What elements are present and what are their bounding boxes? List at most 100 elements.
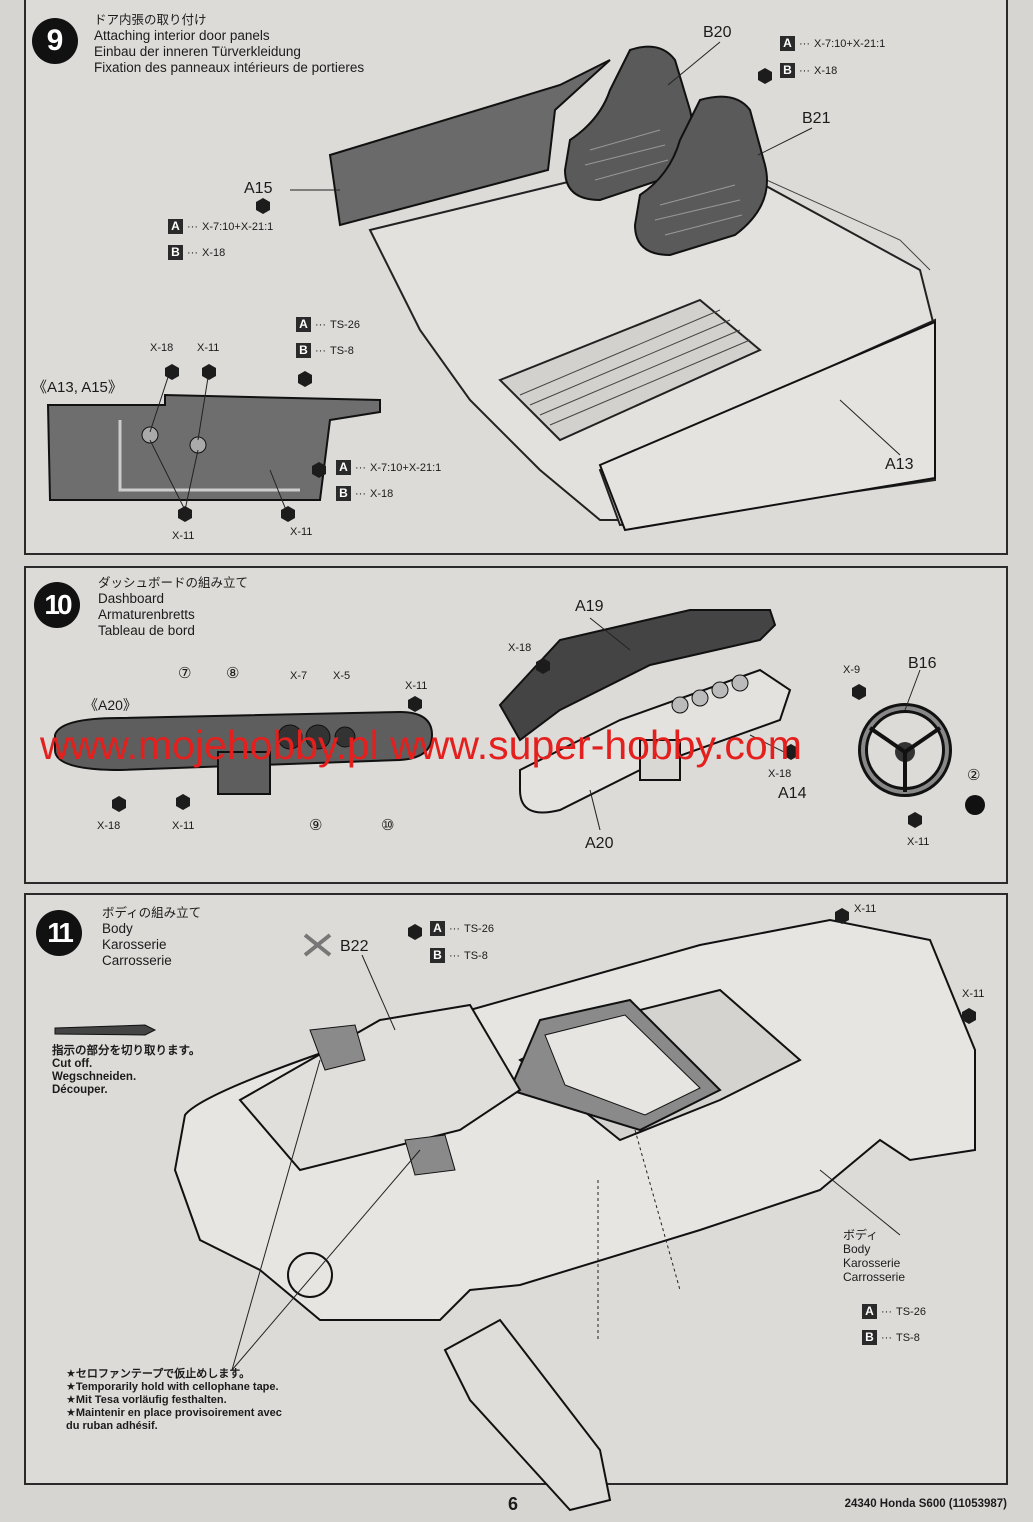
part-a14-label: A14 bbox=[778, 785, 807, 802]
paint-value: TS-8 bbox=[330, 344, 354, 357]
part-b20-label: B20 bbox=[703, 24, 732, 41]
paint-value: TS-8 bbox=[896, 1331, 920, 1344]
paint-spec-b22-a: A···TS-26 bbox=[430, 921, 494, 936]
paint-box-a: A bbox=[336, 460, 351, 475]
step-9-number: 9 bbox=[32, 18, 78, 64]
part-b22-label: B22 bbox=[340, 938, 369, 955]
callout-x11-top: X-11 bbox=[197, 342, 220, 354]
paint-spec-a15-b: B···X-18 bbox=[168, 245, 225, 260]
part-a13-label: A13 bbox=[885, 456, 914, 473]
step-9-title-de: Einbau der inneren Türverkleidung bbox=[94, 44, 301, 59]
paint-value: X-18 bbox=[814, 64, 838, 77]
callout-2: ② bbox=[967, 767, 981, 784]
step-10-title-de: Armaturenbretts bbox=[98, 607, 195, 622]
paint-value: TS-8 bbox=[464, 949, 488, 962]
paint-spec-a15-a: A···X-7:10+X-21:1 bbox=[168, 219, 273, 234]
paint-box-b: B bbox=[430, 948, 445, 963]
part-a20-pair-label: 《A20》 bbox=[84, 697, 137, 713]
paint-box-a: A bbox=[168, 219, 183, 234]
step-9-titles: ドア内張の取り付け Attaching interior door panels… bbox=[94, 12, 364, 76]
paint-box-b: B bbox=[336, 486, 351, 501]
cut-note-de: Wegschneiden. bbox=[52, 1071, 137, 1083]
step-9-title-jp: ドア内張の取り付け bbox=[94, 13, 207, 27]
paint-spec-mid-b: B···TS-8 bbox=[296, 343, 354, 358]
callout-x11-roof: X-11 bbox=[854, 903, 877, 915]
body-label-jp: ボディ bbox=[843, 1228, 879, 1242]
step-10-title-en: Dashboard bbox=[98, 591, 165, 606]
part-a15-label: A15 bbox=[244, 180, 273, 197]
callout-x7: X-7 bbox=[290, 670, 308, 682]
part-a20-label: A20 bbox=[585, 835, 614, 852]
paint-spec-seat-b: B···X-18 bbox=[780, 63, 837, 78]
step-10-illustration bbox=[54, 609, 985, 831]
part-b16-label: B16 bbox=[908, 655, 937, 672]
step-10-titles: ダッシュボードの組み立て Dashboard Armaturenbretts T… bbox=[98, 575, 248, 639]
body-label-en: Body bbox=[843, 1242, 871, 1256]
body-label-de: Karosserie bbox=[843, 1256, 901, 1270]
paint-value: X-7:10+X-21:1 bbox=[814, 37, 886, 50]
step-10-title-jp: ダッシュボードの組み立て bbox=[98, 576, 249, 590]
callout-x5: X-5 bbox=[333, 670, 351, 682]
paint-box-a: A bbox=[296, 317, 311, 332]
callout-x11-rear: X-11 bbox=[962, 988, 985, 1000]
tape-note-fr: ★Maintenir en place provisoirement avec bbox=[66, 1407, 282, 1419]
step-9-title-fr: Fixation des panneaux intérieurs de port… bbox=[94, 60, 365, 75]
step-9-illustration bbox=[46, 41, 937, 532]
step-11-number: 11 bbox=[36, 910, 82, 956]
callout-x18-a: X-18 bbox=[97, 820, 121, 832]
step-11-title-fr: Carrosserie bbox=[102, 953, 172, 968]
callout-x9: X-9 bbox=[843, 664, 861, 676]
callout-10: ⑩ bbox=[381, 817, 395, 834]
paint-spec-panel-b: B···X-18 bbox=[336, 486, 393, 501]
paint-value: X-18 bbox=[370, 487, 394, 500]
step-11-title-en: Body bbox=[102, 921, 133, 936]
step-10-number: 10 bbox=[34, 582, 80, 628]
paint-spec-body-b: B···TS-8 bbox=[862, 1330, 920, 1345]
callout-x11-b: X-11 bbox=[172, 820, 195, 832]
step-11-titles: ボディの組み立て Body Karosserie Carrosserie bbox=[102, 905, 201, 969]
paint-value: TS-26 bbox=[330, 318, 360, 331]
part-a13-a15-label: 《A13, A15》 bbox=[32, 379, 123, 396]
page-number: 6 bbox=[508, 1494, 519, 1514]
paint-box-b: B bbox=[296, 343, 311, 358]
tape-note-en: ★Temporarily hold with cellophane tape. bbox=[66, 1381, 279, 1393]
callout-x18-c: X-18 bbox=[768, 768, 792, 780]
paint-spec-mid-a: A···TS-26 bbox=[296, 317, 360, 332]
body-label: ボディ Body Karosserie Carrosserie bbox=[843, 1228, 905, 1284]
paint-box-a: A bbox=[862, 1304, 877, 1319]
callout-9: ⑨ bbox=[309, 817, 323, 834]
paint-spec-b22-b: B···TS-8 bbox=[430, 948, 488, 963]
paint-box-b: B bbox=[780, 63, 795, 78]
paint-spec-body-a: A···TS-26 bbox=[862, 1304, 926, 1319]
cut-note-fr: Découper. bbox=[52, 1084, 108, 1096]
step-11-title-jp: ボディの組み立て bbox=[102, 906, 202, 920]
cut-note-en: Cut off. bbox=[52, 1058, 93, 1070]
callout-x18-top: X-18 bbox=[150, 342, 174, 354]
cut-off-note: 指示の部分を切り取ります。 Cut off. Wegschneiden. Déc… bbox=[52, 1045, 200, 1097]
paint-value: X-7:10+X-21:1 bbox=[202, 220, 274, 233]
paint-value: X-7:10+X-21:1 bbox=[370, 461, 442, 474]
paint-spec-seat-a: A···X-7:10+X-21:1 bbox=[780, 36, 885, 51]
paint-value: TS-26 bbox=[896, 1305, 926, 1318]
paint-box-a: A bbox=[430, 921, 445, 936]
paint-spec-panel-a: A···X-7:10+X-21:1 bbox=[336, 460, 441, 475]
paint-value: TS-26 bbox=[464, 922, 494, 935]
body-label-fr: Carrosserie bbox=[843, 1270, 906, 1284]
callout-x11-a: X-11 bbox=[405, 680, 428, 692]
watermark-text: www.mojehobby.pl www.super-hobby.com bbox=[40, 722, 802, 768]
step-11-title-de: Karosserie bbox=[102, 937, 167, 952]
tape-note-de: ★Mit Tesa vorläufig festhalten. bbox=[66, 1394, 227, 1406]
callout-x11-right: X-11 bbox=[290, 526, 313, 538]
step-10-title-fr: Tableau de bord bbox=[98, 623, 195, 638]
tape-note: ★セロファンテープで仮止めします。 ★Temporarily hold with… bbox=[66, 1368, 282, 1433]
callout-7: ⑦ bbox=[178, 665, 192, 682]
callout-x11-c: X-11 bbox=[907, 836, 930, 848]
callout-8: ⑧ bbox=[226, 665, 240, 682]
product-code: 24340 Honda S600 (11053987) bbox=[844, 1498, 1007, 1510]
paint-box-a: A bbox=[780, 36, 795, 51]
paint-box-b: B bbox=[862, 1330, 877, 1345]
part-a19-label: A19 bbox=[575, 598, 604, 615]
paint-box-b: B bbox=[168, 245, 183, 260]
cut-note-jp: 指示の部分を切り取ります。 bbox=[52, 1045, 201, 1057]
